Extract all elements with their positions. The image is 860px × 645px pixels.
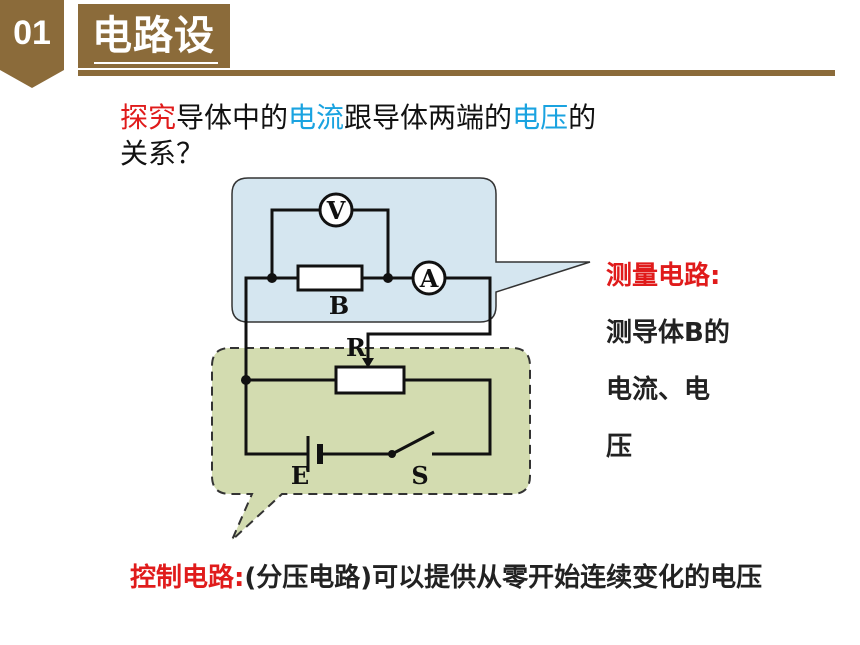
measurement-note: 测量电路: 测导体B的电流、电压 [606,248,730,476]
resistor-b-label: B [329,291,349,320]
question-part-explore: 探究 [120,101,177,134]
title-underline [94,62,218,64]
question-part-voltage: 电压 [512,101,569,134]
voltmeter-symbol [318,192,354,228]
voltmeter-wire [270,208,390,278]
control-wire-top [246,378,492,456]
badge-shape [0,0,64,88]
section-number: 01 [13,14,51,52]
question-part-6: 的关系？ [120,101,597,170]
junction-dot [241,375,251,385]
control-note-label: 控制电路: [130,563,245,593]
question-part-current: 电流 [288,101,345,134]
section-badge: 01 [0,0,68,90]
page-title: 电路设计 [92,13,215,59]
rheostat-label: R [346,333,367,362]
question-part-2: 导体中的 [176,101,289,134]
question-part-4: 跟导体两端的 [344,101,513,134]
ammeter-symbol [411,260,447,296]
rheostat-symbol [334,365,406,395]
junction-dot [267,273,277,283]
rheostat-arrow [362,358,374,368]
junction-dot [383,273,393,283]
measure-wire-left [244,276,298,380]
measurement-note-label: 测量电路: [606,261,721,291]
measure-bubble [231,177,591,323]
ammeter-label: A [419,264,439,293]
question-text: 探究导体中的电流跟导体两端的电压的关系？ [120,100,620,172]
resistor-b-symbol [296,264,364,292]
switch-label: S [411,461,428,490]
control-wire-bottom [244,380,308,456]
control-note: 控制电路:(分压电路)可以提供从零开始连续变化的电压 [130,560,770,596]
battery-label: E [291,461,309,490]
control-bubble [211,347,531,541]
title-box: 电路设计 [78,4,230,68]
switch-lever [391,430,435,456]
voltmeter-label: V [326,196,346,225]
header-rule [78,70,835,76]
measure-wire-right [366,276,492,360]
measurement-note-text: 测导体B的电流、电压 [606,318,730,462]
control-note-text: (分压电路)可以提供从零开始连续变化的电压 [244,563,763,593]
